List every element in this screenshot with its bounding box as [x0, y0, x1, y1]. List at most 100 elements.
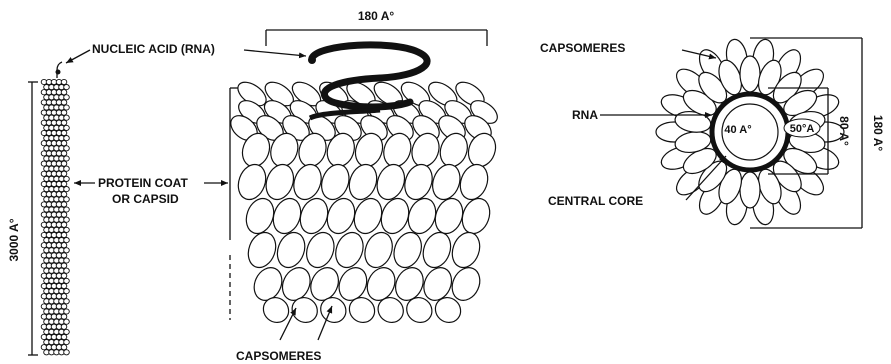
- nucleic-acid-arrow-left: [66, 50, 90, 63]
- capsomere: [331, 229, 368, 272]
- rod-bead: [61, 304, 67, 309]
- rod-bead: [64, 105, 70, 110]
- rod-bead: [64, 278, 70, 283]
- rod-bead: [64, 197, 70, 202]
- rod-bead: [61, 294, 67, 299]
- capsomere: [428, 161, 465, 204]
- central-core-label: CENTRAL CORE: [548, 194, 643, 208]
- rod-bead: [64, 217, 70, 222]
- rod-bead: [64, 125, 70, 130]
- rod-bead: [64, 258, 70, 263]
- rod-bead: [61, 212, 67, 217]
- cross-capsomere: [740, 172, 760, 208]
- rod-bead: [61, 232, 67, 237]
- rod-bead: [61, 100, 67, 105]
- rod-bead: [64, 299, 70, 304]
- rod-bead: [61, 243, 67, 248]
- rod-bead: [61, 79, 67, 84]
- outer-dimension-label: 180 A°: [871, 115, 885, 152]
- capsomere: [244, 229, 281, 272]
- length-label: 3000 A°: [7, 218, 21, 261]
- rod-bead: [61, 263, 67, 268]
- rod-bead: [61, 161, 67, 166]
- capsomere: [269, 195, 306, 238]
- capsomere: [377, 195, 414, 238]
- rod-bead: [64, 95, 70, 100]
- rod-bead: [64, 238, 70, 243]
- cross-capsomere: [740, 56, 760, 92]
- capsomere: [436, 130, 472, 171]
- capsomere: [400, 161, 437, 204]
- capsomere: [404, 195, 441, 238]
- rod-bead: [64, 156, 70, 161]
- rod-bead: [61, 110, 67, 115]
- rna-dimension-label: 50°A: [790, 123, 815, 135]
- capsomere: [431, 195, 468, 238]
- segment-capsomeres: [226, 77, 501, 327]
- rod-bead: [61, 171, 67, 176]
- capsomeres-bottom-label: CAPSOMERES: [236, 349, 321, 363]
- rod-bead: [64, 309, 70, 314]
- rod-bead: [64, 187, 70, 192]
- protein-coat-label: PROTEIN COAT: [98, 176, 188, 190]
- capsomere: [242, 195, 279, 238]
- capsomere: [317, 161, 354, 204]
- capsomere: [372, 161, 409, 204]
- capsomere: [456, 161, 493, 204]
- capsomere: [302, 229, 339, 272]
- length-dimension: [28, 82, 38, 355]
- rod-bead: [64, 85, 70, 90]
- capsomere: [389, 229, 426, 272]
- rod-bead: [61, 181, 67, 186]
- capsomere: [464, 130, 500, 171]
- capsomere: [261, 161, 298, 204]
- virus-rod: [41, 62, 69, 355]
- rod-bead: [61, 192, 67, 197]
- capsomere: [234, 161, 271, 204]
- capsid-label: OR CAPSID: [112, 192, 179, 206]
- rod-bead: [61, 345, 67, 350]
- rod-bead: [61, 314, 67, 319]
- nucleic-acid-arrow-right: [244, 50, 306, 56]
- capsomere: [419, 229, 456, 272]
- rod-bead: [64, 207, 70, 212]
- rod-bead: [64, 136, 70, 141]
- capsomere: [448, 229, 485, 272]
- rod-capsomeres: [41, 79, 69, 355]
- rod-bead: [61, 141, 67, 146]
- capsomere: [350, 195, 387, 238]
- capsomere: [323, 195, 360, 238]
- capsomere: [273, 229, 310, 272]
- core-dimension-label: 40 A°: [724, 124, 751, 136]
- rod-bead: [61, 120, 67, 125]
- capsomere: [360, 229, 397, 272]
- rod-bead: [61, 90, 67, 95]
- rod-bead: [61, 273, 67, 278]
- rod-bead: [61, 202, 67, 207]
- rod-bead: [64, 268, 70, 273]
- rod-bead: [61, 130, 67, 135]
- rod-bead: [61, 334, 67, 339]
- rod-bead: [64, 146, 70, 151]
- capsomere: [289, 161, 326, 204]
- width-label: 180 A°: [358, 9, 395, 23]
- nucleic-acid-label: NUCLEIC ACID (RNA): [92, 42, 215, 56]
- capsomere: [458, 195, 495, 238]
- rod-bead: [64, 350, 70, 355]
- rod-bead: [64, 176, 70, 181]
- rod-bead: [61, 253, 67, 258]
- capsomere: [345, 161, 382, 204]
- rod-bead: [64, 115, 70, 120]
- rod-bead: [64, 329, 70, 334]
- rna-label: RNA: [572, 108, 598, 122]
- rod-bead: [64, 248, 70, 253]
- inner-dimension-label: 80 A°: [837, 116, 851, 146]
- rod-bead: [64, 166, 70, 171]
- rod-bead: [61, 151, 67, 156]
- rod-bead: [61, 222, 67, 227]
- capsomeres-right-label: CAPSOMERES: [540, 41, 625, 55]
- rod-rna-end: [56, 70, 61, 75]
- capsomere: [296, 195, 333, 238]
- rod-bead: [64, 289, 70, 294]
